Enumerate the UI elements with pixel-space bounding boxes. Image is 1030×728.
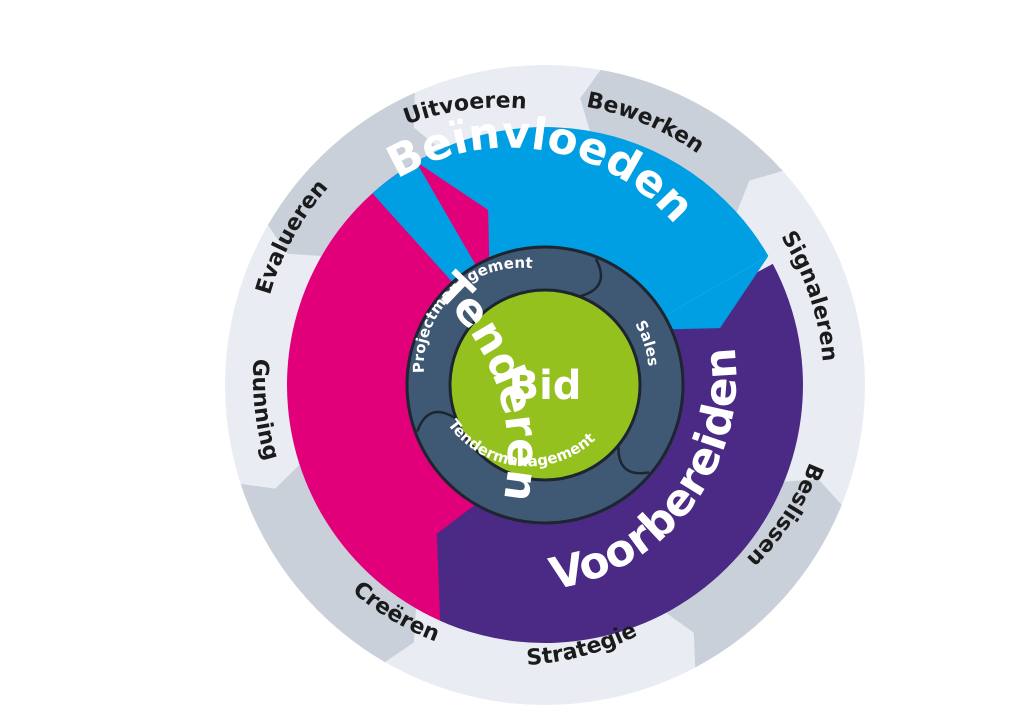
inner-ring-divider — [580, 258, 603, 298]
outer-arrow-segment — [267, 92, 441, 256]
inner-ring-divider — [617, 446, 650, 475]
arrow-tip-beinvloeden — [640, 256, 769, 330]
bid-core — [448, 288, 642, 482]
inner-ring-divider — [416, 410, 456, 432]
bid-label: Bid — [509, 363, 582, 409]
outer-arrow-segment — [240, 464, 416, 663]
arrow-tip-voorbereiden — [436, 485, 501, 621]
arrow-tip-tenderen — [416, 161, 490, 290]
outer-arrow-segment — [666, 479, 842, 668]
outer-arrow-segment — [580, 69, 783, 213]
phase-voorbereiden — [440, 263, 803, 643]
